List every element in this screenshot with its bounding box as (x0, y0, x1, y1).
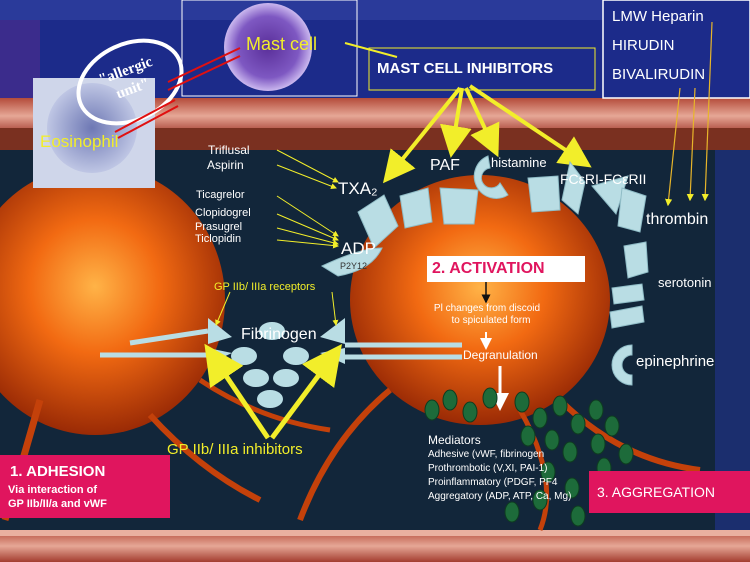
receptor-epinephrine: epinephrine (636, 353, 715, 370)
receptor-histamine: histamine (491, 155, 547, 170)
degranulation-label: Degranulation (463, 348, 538, 362)
granules (424, 387, 634, 527)
pl-changes-line-2: to spiculated form (451, 315, 531, 326)
mediator-2: Prothrombotic (V,XI, PAI-1) (428, 463, 548, 474)
eosinophil-label: Eosinophil (40, 132, 119, 151)
receptor-serotonin: serotonin (658, 275, 712, 290)
drug-ticlopidin: Ticlopidin (195, 233, 242, 245)
anticoagulant-1: LMW Heparin (612, 8, 704, 25)
activation-label: 2. ACTIVATION (432, 260, 545, 277)
mast-cell-inhibitors-label: MAST CELL INHIBITORS (377, 60, 554, 77)
eosinophil-image (47, 83, 137, 173)
receptor-p2y12: P2Y12 (340, 261, 368, 271)
adhesion-line-1: Via interaction of (8, 484, 98, 496)
drug-prasugrel: Prasugrel (195, 221, 243, 233)
gp-inhibitors-label: GP IIb/ IIIa inhibitors (167, 441, 303, 458)
anticoagulants-box (602, 0, 750, 99)
aggregation-label: 3. AGGREGATION (597, 484, 715, 500)
adhesion-box: 1. ADHESION Via interaction of GP IIb/II… (0, 455, 170, 518)
receptor-txa2: TXA₂ (338, 179, 378, 198)
fibrinogen-label: Fibrinogen (241, 326, 317, 343)
mediator-4: Aggregatory (ADP, ATP, Ca, Mg) (428, 491, 572, 502)
mast-cell-image (224, 3, 312, 91)
drug-clopidogrel: Clopidogrel (195, 207, 251, 219)
receptor-thrombin: thrombin (646, 211, 709, 228)
pl-changes-line-1: Pl changes from discoid (433, 303, 541, 314)
mast-cell-inhibitors-box (368, 47, 596, 91)
receptor-fc: FCεRI-FCεRII (560, 171, 647, 187)
mast-cell-label: Mast cell (246, 34, 318, 54)
mediator-3: Proinflammatory (PDGF, PF4 (428, 477, 558, 488)
aggregation-box: 3. AGGREGATION (589, 471, 750, 513)
receptor-paf: PAF (430, 157, 460, 174)
adhesion-line-2: GP IIb/II/a and vWF (8, 498, 107, 510)
drug-ticagrelor: Ticagrelor (196, 189, 245, 201)
gp-receptors-label: GP IIb/ IIIa receptors (214, 281, 316, 293)
anticoagulant-2: HIRUDIN (612, 37, 675, 54)
mediators-title: Mediators (428, 433, 481, 447)
adhesion-title: 1. ADHESION (10, 463, 106, 480)
receptor-ring (320, 155, 649, 386)
drug-aspirin: Aspirin (207, 158, 244, 172)
mediator-1: Adhesive (vWF, fibrinogen (428, 449, 545, 460)
drug-triflusal: Triflusal (208, 143, 250, 157)
receptor-adp: ADP (341, 239, 376, 258)
activation-box: 2. ACTIVATION (427, 256, 585, 282)
anticoagulant-3: BIVALIRUDIN (612, 66, 706, 83)
